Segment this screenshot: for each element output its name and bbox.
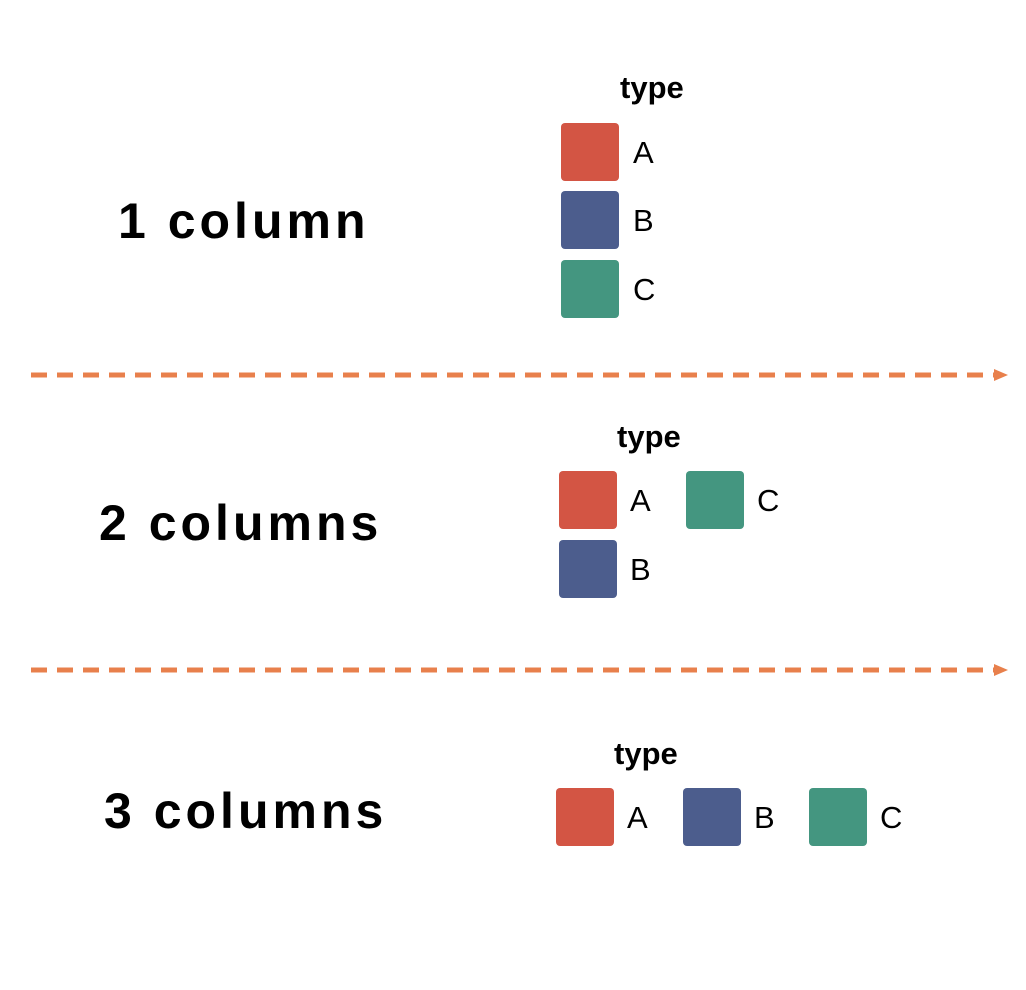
legend-key-label-c: C <box>757 483 780 518</box>
legend-key-swatch-a <box>556 788 614 846</box>
legend-title: type <box>620 70 684 105</box>
panel-label: 3 columns <box>104 783 388 839</box>
legend-key-swatch-c <box>561 260 619 318</box>
legend-key-swatch-a <box>559 471 617 529</box>
legend-key-swatch-c <box>686 471 744 529</box>
legend-key-label-a: A <box>633 135 654 170</box>
legend-key-label-b: B <box>630 552 651 587</box>
legend-title: type <box>617 419 681 454</box>
panel-label: 1 column <box>118 193 370 249</box>
legend-key-label-a: A <box>630 483 651 518</box>
legend-key-swatch-a <box>561 123 619 181</box>
legend-key-swatch-b <box>559 540 617 598</box>
legend-key-swatch-b <box>683 788 741 846</box>
legend-key-label-b: B <box>633 203 654 238</box>
legend-key-label-c: C <box>633 272 656 307</box>
legend-title: type <box>614 736 678 771</box>
legend-key-label-c: C <box>880 800 903 835</box>
legend-key-swatch-c <box>809 788 867 846</box>
legend-key-swatch-b <box>561 191 619 249</box>
panel-label: 2 columns <box>99 495 383 551</box>
legend-key-label-a: A <box>627 800 648 835</box>
legend-key-label-b: B <box>754 800 775 835</box>
